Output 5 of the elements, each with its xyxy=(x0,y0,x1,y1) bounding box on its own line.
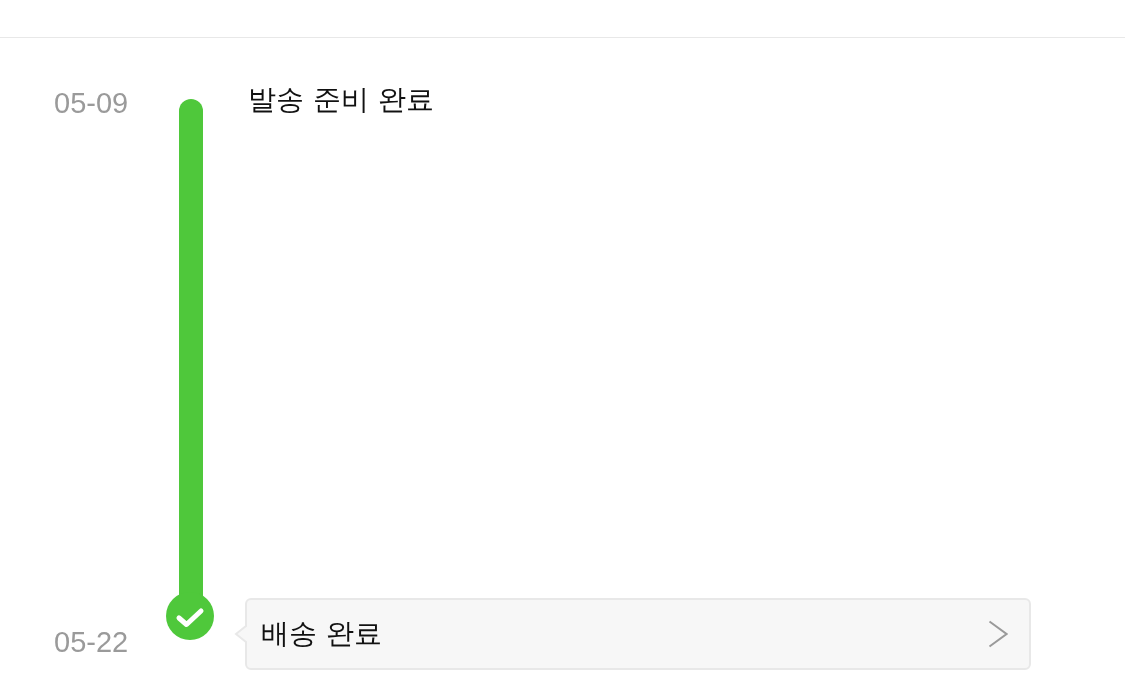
event-card xyxy=(234,597,1032,671)
status-text: 발송 준비 완료 xyxy=(248,82,434,118)
date-text: 05-09 xyxy=(54,86,129,121)
status-text: 배송 완료 xyxy=(261,616,382,652)
date-text: 05-22 xyxy=(54,625,129,660)
